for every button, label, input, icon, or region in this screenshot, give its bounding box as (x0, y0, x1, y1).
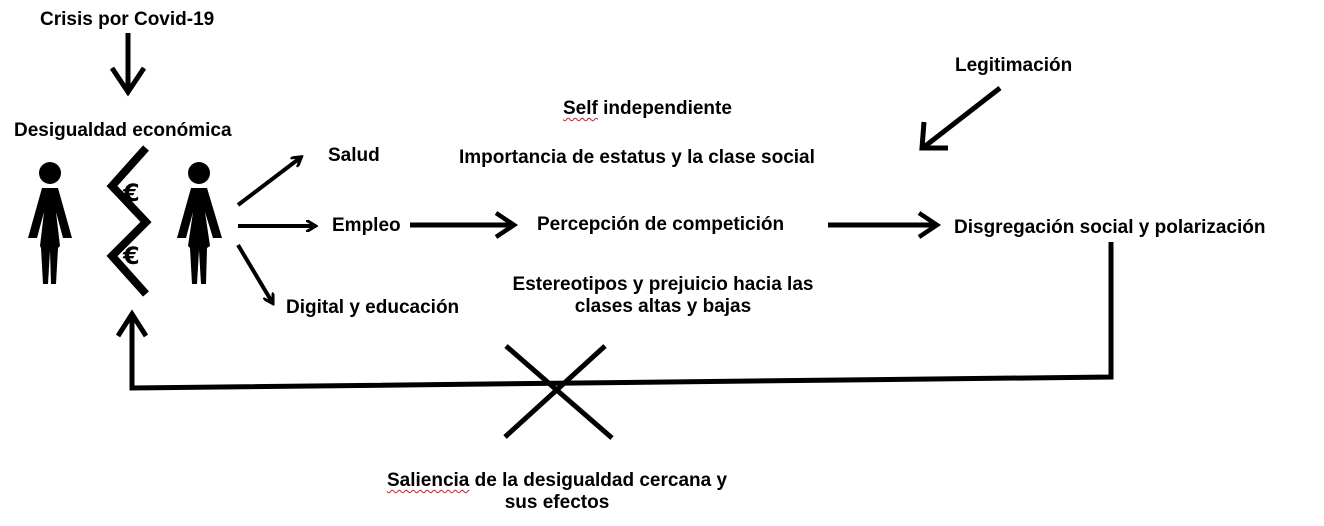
label-empleo: Empleo (332, 215, 401, 236)
feedback-loop-arrowhead (115, 309, 149, 338)
feedback-loop-line (129, 242, 1114, 391)
arrow-to-digital (236, 243, 272, 302)
crisis-down-arrow (109, 33, 147, 97)
label-self-rest: independiente (597, 98, 732, 119)
label-crisis: Crisis por Covid-19 (40, 9, 215, 30)
label-saliencia-line2: sus efectos (504, 492, 610, 513)
label-saliencia-line1: Saliencia de la desigualdad cercana y (362, 470, 752, 492)
label-importancia: Importancia de estatus y la clase social (459, 147, 815, 168)
zigzag-divider-icon (106, 145, 152, 297)
arrow-to-salud (236, 158, 300, 207)
label-estereotipos-line2: clases altas y bajas (574, 296, 752, 317)
label-desigualdad: Desigualdad económica (14, 120, 232, 141)
person-icon (28, 162, 72, 284)
euro-symbol-top: € (123, 179, 140, 207)
label-self-word: Self (563, 98, 598, 119)
label-digital: Digital y educación (286, 297, 460, 318)
label-saliencia-word: Saliencia (386, 470, 470, 491)
label-estereotipos-line1: Estereotipos y prejuicio hacia las (512, 274, 814, 295)
euro-symbol-bottom: € (123, 242, 140, 270)
label-self-independiente: Self independiente (563, 98, 732, 120)
label-percepcion: Percepción de competición (537, 214, 785, 235)
label-legitimacion: Legitimación (955, 55, 1073, 76)
label-salud: Salud (328, 145, 380, 166)
label-disgregacion: Disgregación social y polarización (954, 217, 1266, 238)
legitimacion-arrow (919, 86, 1002, 151)
label-estereotipos: Estereotipos y prejuicio hacia las clase… (490, 274, 836, 318)
label-saliencia-rest: de la desigualdad cercana y (469, 470, 728, 491)
person-icon (177, 162, 222, 284)
cross-icon (503, 344, 614, 440)
label-saliencia: Saliencia de la desigualdad cercana y su… (362, 470, 752, 514)
